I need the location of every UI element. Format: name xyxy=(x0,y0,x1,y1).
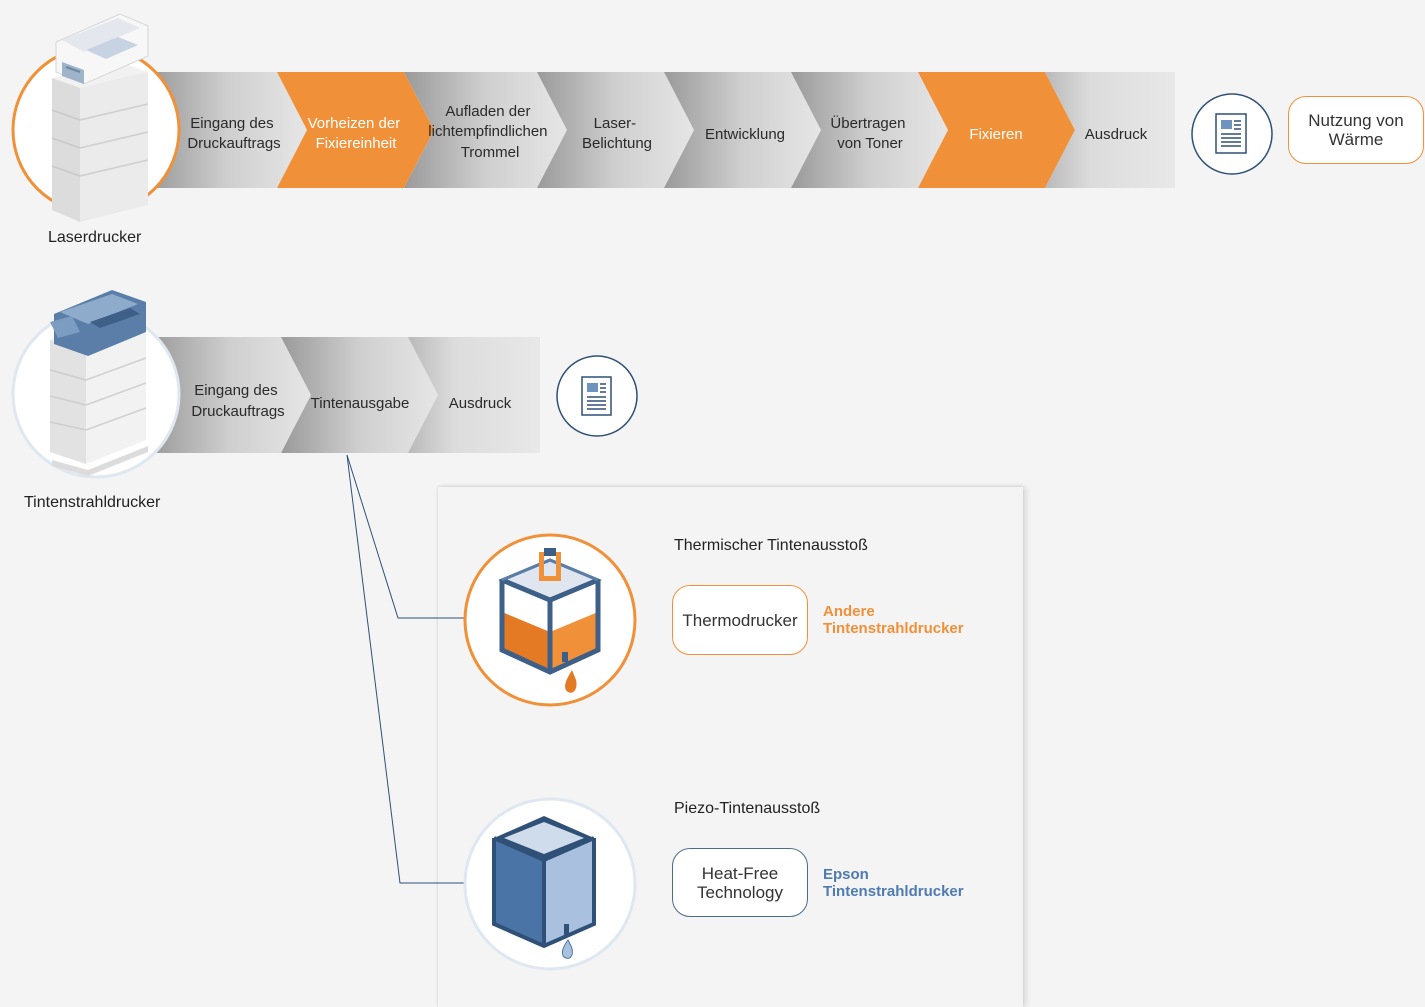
inkjet-step-3-shape xyxy=(408,337,540,453)
laser-step-6-shape xyxy=(791,72,948,188)
piezo-label: Epson Tintenstrahldrucker xyxy=(823,866,964,900)
thermal-label-line1: Andere xyxy=(823,603,875,620)
inkjet-step-2-shape xyxy=(281,337,438,453)
thermal-label-line2: Tintenstrahldrucker xyxy=(823,620,964,637)
document-icon xyxy=(1191,93,1273,175)
laser-step-3-shape xyxy=(404,72,567,188)
inkjet-step-1-label: Eingang des Druckauftrags xyxy=(191,382,284,420)
thermal-label: Andere Tintenstrahldrucker xyxy=(823,603,964,637)
inkjet-process-flow: Eingang des Druckauftrags Tintenausgabe … xyxy=(11,290,540,479)
laser-printer-icon xyxy=(11,13,181,222)
laser-step-6-label: Übertragen von Toner xyxy=(830,114,909,152)
laser-step-3-label: Aufladen der lichtempfindlichen Trommel xyxy=(428,103,551,161)
laser-step-8-shape xyxy=(1045,72,1175,188)
laser-step-4-label: Laser- Belichtung xyxy=(582,115,652,152)
inkjet-printer-icon xyxy=(11,290,181,479)
inkjet-step-1-shape xyxy=(150,337,311,453)
piezo-label-line2: Tintenstrahldrucker xyxy=(823,883,964,900)
inkjet-step-2-label: Tintenausgabe xyxy=(311,395,410,412)
piezo-nozzle-icon xyxy=(463,797,637,971)
thermal-pill-text: Thermodrucker xyxy=(682,610,798,630)
laser-step-7-shape xyxy=(918,72,1075,188)
inkjet-step-3-label: Ausdruck xyxy=(449,395,512,412)
laser-step-2-shape xyxy=(277,72,434,188)
laser-step-8-label: Ausdruck xyxy=(1085,126,1148,143)
laser-step-5-shape xyxy=(664,72,821,188)
laser-process-flow: Eingang des Druckauftrags Vorheizen der … xyxy=(11,13,1175,222)
laser-step-1-label: Eingang des Druckauftrags xyxy=(187,115,280,152)
laser-caption: Laserdrucker xyxy=(48,229,142,246)
thermal-title: Thermischer Tintenausstoß xyxy=(674,537,868,554)
heat-free-line1: Heat-Free xyxy=(701,863,779,883)
thermal-nozzle-icon xyxy=(463,533,637,707)
thermal-printer-pill: Thermodrucker xyxy=(672,585,808,655)
heat-usage-line1: Nutzung von xyxy=(1308,111,1404,130)
laser-step-2-label: Vorheizen der Fixiereinheit xyxy=(308,115,405,152)
laser-step-1-shape xyxy=(150,72,307,188)
piezo-title: Piezo-Tintenausstoß xyxy=(674,800,821,817)
laser-step-7-label: Fixieren xyxy=(969,126,1022,143)
laser-step-5-label: Entwicklung xyxy=(705,126,785,143)
piezo-label-line1: Epson xyxy=(823,866,869,883)
laser-step-4-shape xyxy=(537,72,694,188)
heat-usage-line2: Wärme xyxy=(1328,130,1384,149)
inkjet-caption: Tintenstrahldrucker xyxy=(24,494,161,511)
document-icon xyxy=(556,355,638,437)
heat-free-line2: Technology xyxy=(696,882,783,902)
